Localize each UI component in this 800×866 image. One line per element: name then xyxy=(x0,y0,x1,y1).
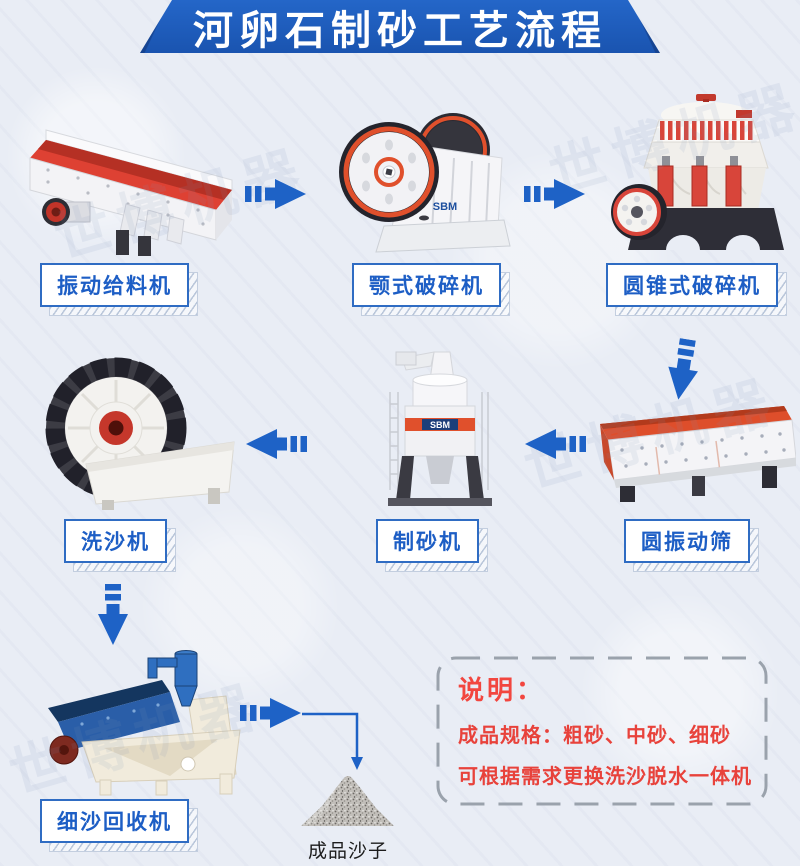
label-fine-sand-recycler: 细沙回收机 xyxy=(40,799,198,852)
note-line-replace: 可根据需求更换洗沙脱水一体机 xyxy=(458,766,752,788)
connector-line-to-product xyxy=(300,700,370,776)
circular-vibrating-screen-illustration xyxy=(596,402,796,514)
flow-arrow-screen-to-sandmaker xyxy=(524,425,586,463)
label-text: 圆锥式破碎机 xyxy=(623,275,761,298)
label-text: 洗沙机 xyxy=(81,531,150,554)
label-text: 细沙回收机 xyxy=(57,811,172,834)
flow-arrow-sandmaker-to-washer xyxy=(245,425,307,463)
note-heading: 说明： xyxy=(458,675,546,705)
jaw-crusher-logo: SBM xyxy=(433,201,457,213)
flow-arrow-cone-to-screen xyxy=(659,336,706,403)
label-text: 颚式破碎机 xyxy=(369,275,484,298)
label-sand-maker: 制砂机 xyxy=(376,519,488,572)
note-line-spec: 成品规格：粗砂、中砂、细砂 xyxy=(458,725,731,747)
label-text: 制砂机 xyxy=(393,531,462,554)
sand-maker-logo: SBM xyxy=(430,420,450,430)
cone-crusher-illustration xyxy=(608,90,790,260)
finished-sand-pile xyxy=(298,768,396,830)
page-title: 河卵石制砂工艺流程 xyxy=(193,8,607,53)
vibrating-feeder-illustration xyxy=(18,112,248,257)
label-vibrating-feeder: 振动给料机 xyxy=(40,263,198,316)
flow-arrow-feeder-to-jaw xyxy=(245,175,307,213)
label-text: 圆振动筛 xyxy=(641,531,733,554)
label-sand-washer: 洗沙机 xyxy=(64,519,176,572)
fine-sand-recycler-illustration xyxy=(38,646,266,796)
sand-maker-illustration: SBM xyxy=(362,350,514,512)
label-cone-crusher: 圆锥式破碎机 xyxy=(606,263,787,316)
jaw-crusher-illustration: SBM xyxy=(332,98,512,260)
flow-arrow-washer-to-recycler xyxy=(94,584,132,646)
note-box: 说明： 成品规格：粗砂、中砂、细砂 可根据需求更换洗沙脱水一体机 xyxy=(436,656,768,806)
title-banner: 河卵石制砂工艺流程 xyxy=(140,0,660,53)
label-circular-vibrating-screen: 圆振动筛 xyxy=(624,519,759,572)
label-jaw-crusher: 颚式破碎机 xyxy=(352,263,510,316)
sand-washer-illustration xyxy=(28,352,236,512)
label-text: 振动给料机 xyxy=(57,275,172,298)
flow-arrow-jaw-to-cone xyxy=(524,175,586,213)
finished-sand-label: 成品沙子 xyxy=(307,841,388,862)
flow-arrow-recycler-to-product xyxy=(240,694,302,732)
